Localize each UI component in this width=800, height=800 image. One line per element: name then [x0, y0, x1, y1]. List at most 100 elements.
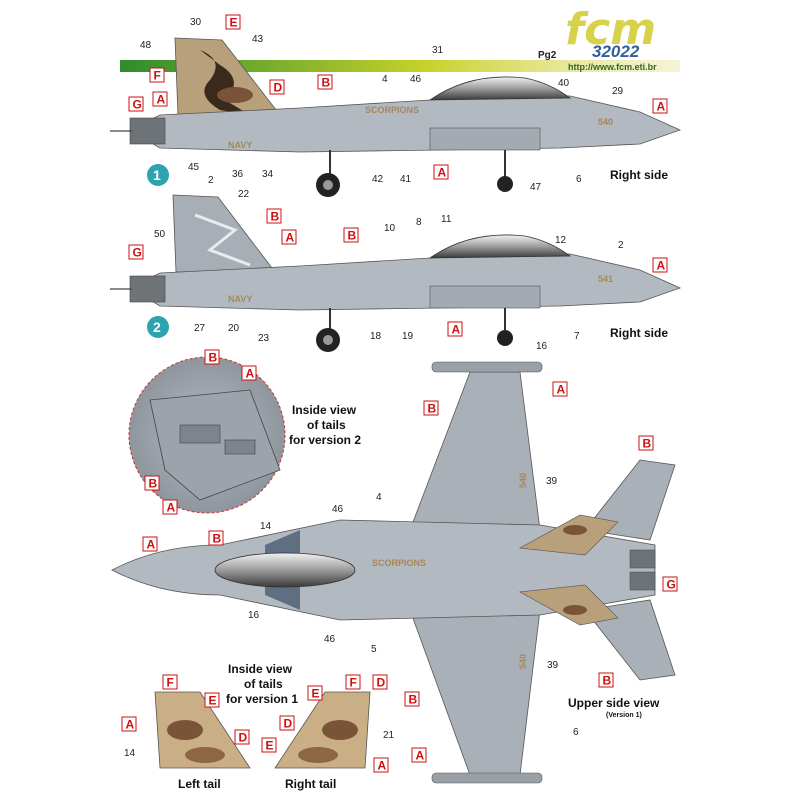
p1-tail-scorpion-art [200, 50, 250, 115]
p1-caption: Right side [610, 168, 668, 182]
top-view-modex-lower: 540 [518, 654, 528, 669]
p2-num-18-11: 18 [370, 331, 382, 342]
tails-version-1: Inside view of tails for version 1 Left … [154, 662, 371, 791]
right-tail-code-A-5: A [373, 757, 389, 773]
p2-code-A-4: A [652, 257, 668, 273]
p2-num-12-6: 12 [555, 235, 567, 246]
tails-v1-caption-3: for version 1 [226, 692, 298, 706]
top-view-lower-nozzle [629, 571, 656, 591]
p1-code-E-0-label: E [230, 16, 238, 30]
top-view-lower-tail [519, 584, 619, 626]
p1-nose-wheel [497, 176, 513, 192]
right-tail-code-E-4-label: E [266, 739, 274, 753]
left-tail-code-F-0-box [162, 674, 178, 690]
p2-engine-nozzle [129, 275, 166, 303]
p1-fuselage [129, 91, 682, 153]
p1-main-wheel-hub [323, 180, 333, 190]
right-tail-code-D-3-label: D [284, 717, 293, 731]
right-tail-code-E-0-box [307, 685, 323, 701]
inset-v2-code-A-1: A [241, 365, 257, 381]
right-tail-code-D-3: D [279, 715, 295, 731]
p1-num-36-9: 36 [232, 169, 244, 180]
top-view-lower-wingtip-rail [431, 772, 543, 784]
p1-canopy [428, 76, 572, 101]
inset-v2-code-B-0-label: B [209, 351, 218, 365]
top-view-num-5-6: 5 [371, 644, 377, 655]
p2-code-B-0-box [266, 208, 282, 224]
p1-code-D-2: D [269, 79, 285, 95]
right-tail-code-D-2: D [372, 674, 388, 690]
p1-code-G-5-label: G [133, 98, 142, 112]
p2-code-A-4-box [652, 257, 668, 273]
top-view-subcaption: (Version 1) [606, 712, 642, 719]
p1-modex: 540 [598, 117, 613, 127]
p2-intake [429, 285, 541, 309]
top-view: 540 540 SCORPIONS Upper side view (Versi… [111, 361, 676, 784]
p1-num-29-7: 29 [612, 86, 624, 97]
p2-num-16-13: 16 [536, 341, 548, 352]
top-view-squadron-text: SCORPIONS [372, 558, 426, 568]
top-view-code-A-0-label: A [147, 538, 156, 552]
inset-v2-code-A-3: A [162, 499, 178, 515]
p2-num-19-12: 19 [402, 331, 414, 342]
top-view-code-G-5-label: G [667, 578, 676, 592]
p2-code-G-3: G [128, 244, 144, 260]
p2-num-50-2: 50 [154, 229, 166, 240]
p1-code-D-2-box [269, 79, 285, 95]
right-tail-num-21-0: 21 [383, 730, 395, 741]
p1-code-E-0: E [225, 14, 241, 30]
p1-code-A-6-label: A [657, 100, 666, 114]
p1-num-40-6: 40 [558, 78, 570, 89]
right-tail-caption: Right tail [285, 777, 336, 791]
top-view-code-B-6: B [598, 672, 614, 688]
top-view-fuselage [111, 519, 656, 621]
inset-v2-code-B-0-box [204, 349, 220, 365]
left-tail-code-A-2-box [121, 716, 137, 732]
p2-num-20-9: 20 [228, 323, 240, 334]
top-view-num-14-1: 14 [260, 521, 272, 532]
right-tail-brown-patch-2 [298, 747, 338, 763]
inset-v2-tail-shape [149, 389, 281, 501]
right-tail-code-D-2-box [372, 674, 388, 690]
left-tail-code-D-3-box [234, 729, 250, 745]
top-view-code-B-2: B [423, 400, 439, 416]
top-view-num-4-3: 4 [376, 492, 382, 503]
p1-num-31-3: 31 [432, 45, 444, 56]
p1-code-F-1-box [149, 67, 165, 83]
left-tail-code-E-1-label: E [209, 694, 217, 708]
top-view-num-39-0: 39 [546, 476, 558, 487]
p1-code-B-4: B [317, 74, 333, 90]
top-view-code-B-6-box [598, 672, 614, 688]
inset-v2-code-B-0: B [204, 349, 220, 365]
p2-code-A-4-label: A [657, 259, 666, 273]
p2-code-B-2-label: B [348, 229, 357, 243]
p1-num-46-4: 46 [410, 74, 422, 85]
p1-num-6-14: 6 [576, 174, 582, 185]
p1-num-34-10: 34 [262, 169, 274, 180]
top-view-code-B-4-box [638, 435, 654, 451]
p1-num-43-2: 43 [252, 34, 264, 45]
left-tail-code-A-2-label: A [126, 718, 135, 732]
left-tail-code-D-3-label: D [239, 731, 248, 745]
p1-engine-nozzle [129, 117, 166, 145]
right-tail-code-E-0: E [307, 685, 323, 701]
inset-v2-code-A-1-label: A [246, 367, 255, 381]
p1-code-A-7: A [433, 164, 449, 180]
top-view-caption: Upper side view [568, 696, 660, 710]
p2-num-11-5: 11 [441, 214, 452, 225]
logo: fcm [565, 4, 656, 55]
top-view-num-16-4: 16 [248, 610, 260, 621]
right-tail-code-A-5-label: A [378, 759, 387, 773]
p1-num-41-12: 41 [400, 174, 412, 185]
top-view-code-B-7-box [404, 691, 420, 707]
top-view-code-G-5-box [662, 576, 678, 592]
p1-code-G-5-box [128, 96, 144, 112]
p1-code-A-3-box [152, 91, 168, 107]
p1-num-30-0: 30 [190, 17, 202, 28]
top-view-code-A-8: A [411, 747, 427, 763]
p2-num-10-3: 10 [384, 223, 396, 234]
top-view-code-B-4-label: B [643, 437, 652, 451]
p2-code-A-1-label: A [286, 231, 295, 245]
p1-code-B-4-label: B [322, 76, 331, 90]
